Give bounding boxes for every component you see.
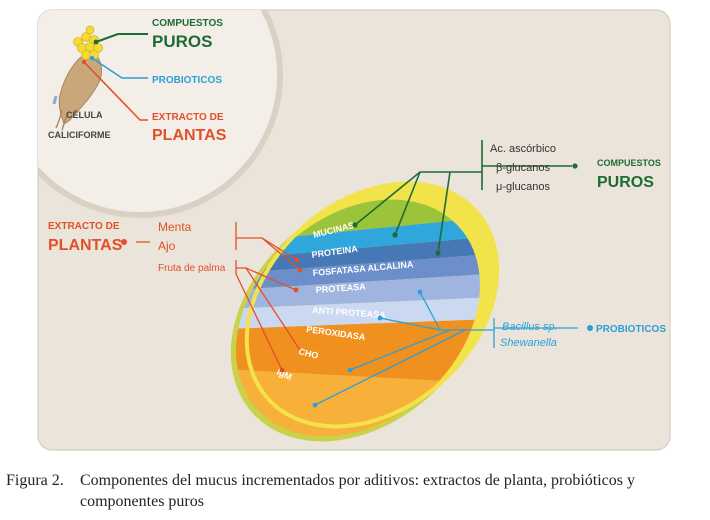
layer-label-proteasa: PROTEASA [315, 281, 366, 294]
probioticos-item-bacillus: Bacillus sp. [502, 321, 558, 333]
cell-probioticos-label: PROBIOTICOS [152, 75, 222, 86]
caption-text-line1: Componentes del mucus incrementados por … [80, 472, 635, 489]
plantas-group-title-line2: PLANTAS [48, 237, 123, 254]
probioticos-group-title: PROBIOTICOS [596, 324, 666, 335]
cell-circle [38, 10, 283, 218]
plantas-group-title-line1: EXTRACTO DE [48, 221, 120, 232]
layer-band-proteasa [200, 252, 520, 292]
probioticos-item-shewanella: Shewanella [500, 337, 557, 349]
cell-plantas-label-line2: PLANTAS [152, 127, 227, 144]
layer-band-cho [200, 318, 520, 385]
cell-plantas-label-line1: EXTRACTO DE [152, 112, 224, 123]
compuestos-item-ascorbico: Ac. ascórbico [490, 143, 556, 155]
cell-compuestos-line [95, 33, 148, 43]
layer-label-cho: CHO [298, 346, 320, 361]
cell-compuestos-label-line1: COMPUESTOS [152, 18, 223, 29]
caption-label: Figura 2. [6, 472, 64, 489]
compuestos-group-title-line2: PUROS [597, 174, 654, 191]
plantas-item-menta: Menta [158, 220, 192, 234]
plantas-item-fruta: Fruta de palma [158, 263, 226, 274]
figure-caption: Figura 2. Componentes del mucus increment… [6, 470, 706, 512]
probioticos-connectors [314, 291, 578, 406]
cell-name-line1: CÉLULA [66, 110, 103, 120]
compuestos-item-mu-glucanos: μ-glucanos [496, 181, 551, 193]
compuestos-item-beta-glucanos: β-glucanos [496, 162, 551, 174]
plantas-connectors [136, 222, 301, 371]
mucus-components-diagram: COMPUESTOS PUROS PROBIOTICOS EXTRACTO DE… [37, 9, 671, 460]
cell-probioticos-line [91, 57, 148, 79]
mucus-disk [200, 180, 520, 460]
layer-band-peroxidasa [200, 296, 520, 330]
plantas-item-ajo: Ajo [158, 239, 176, 253]
cell-compuestos-label-line2: PUROS [152, 32, 212, 51]
compuestos-group-title-line1: COMPUESTOS [597, 158, 661, 168]
cell-name-line2: CALICIFORME [48, 130, 111, 140]
caption-text-line2: componentes puros [80, 493, 204, 510]
layer-band-antiproteasa [200, 272, 520, 310]
cell-plantas-line [83, 61, 148, 121]
compuestos-connectors [354, 140, 572, 254]
